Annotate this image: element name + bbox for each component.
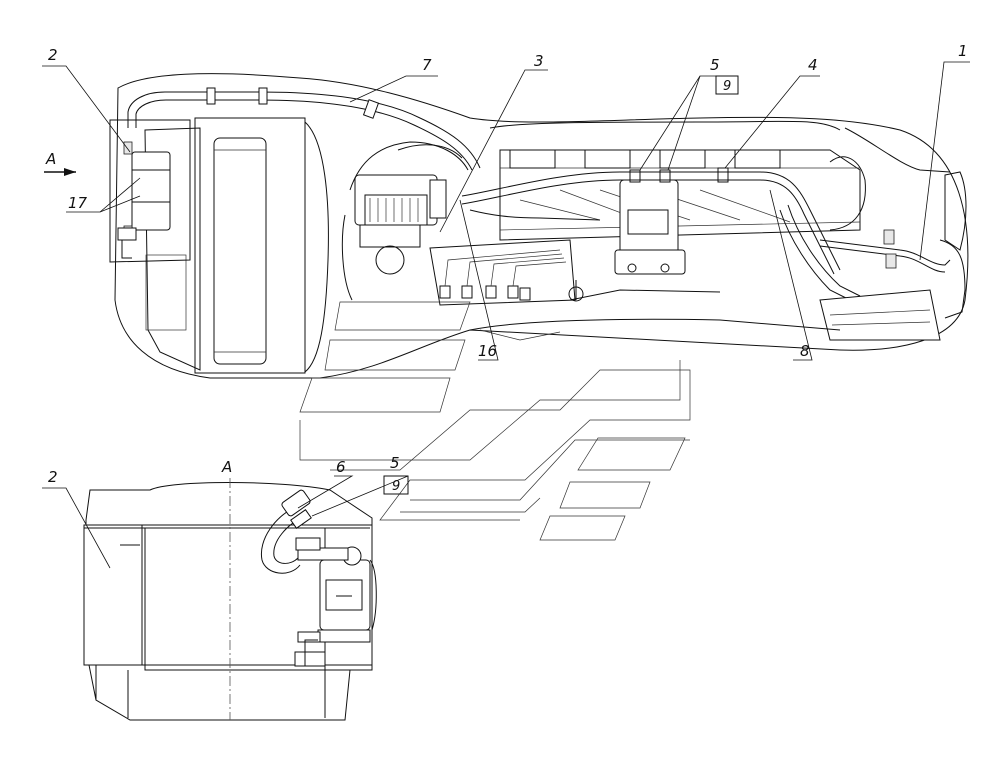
radiator-block — [109, 117, 329, 374]
callout-7: 7 — [422, 56, 432, 74]
cab-floor-shapes — [299, 301, 691, 541]
view-a-hose-6 — [260, 489, 321, 574]
view-a-arrow-label: A — [45, 150, 56, 168]
view-a-callout-5: 5 — [390, 454, 400, 472]
injection-pump — [429, 239, 584, 306]
tank-line-1 — [819, 229, 966, 319]
callout-9-box — [715, 75, 739, 95]
callout-8: 8 — [800, 342, 810, 360]
callout-1: 1 — [958, 42, 968, 60]
view-a-callout-2: 2 — [48, 468, 58, 486]
callout-3: 3 — [534, 52, 544, 70]
callout-4: 4 — [808, 56, 818, 74]
fuel-lines — [461, 171, 861, 301]
callout-17: 17 — [68, 194, 88, 212]
view-a-title: A — [221, 458, 232, 476]
leader-lines — [42, 61, 970, 569]
compressor-unit — [341, 141, 469, 301]
callout-16: 16 — [478, 342, 497, 360]
hose-7 — [127, 87, 481, 171]
callout-labels: 2 7 3 5 9 4 1 A 17 16 8 A 2 6 5 9 — [45, 42, 968, 495]
fuel-tank — [819, 171, 967, 341]
view-a-filter — [294, 546, 377, 667]
view-a-callout-9: 9 — [392, 479, 400, 494]
view-a-callout-9-box — [383, 475, 409, 495]
callout-5: 5 — [710, 56, 720, 74]
filter-17 — [117, 141, 171, 259]
fuel-filter — [614, 167, 729, 275]
view-a-callout-6: 6 — [336, 458, 346, 476]
engine-assembly-top-view — [109, 73, 969, 379]
callout-9: 9 — [723, 79, 731, 94]
view-a-detail — [83, 478, 377, 721]
callout-2: 2 — [48, 46, 58, 64]
